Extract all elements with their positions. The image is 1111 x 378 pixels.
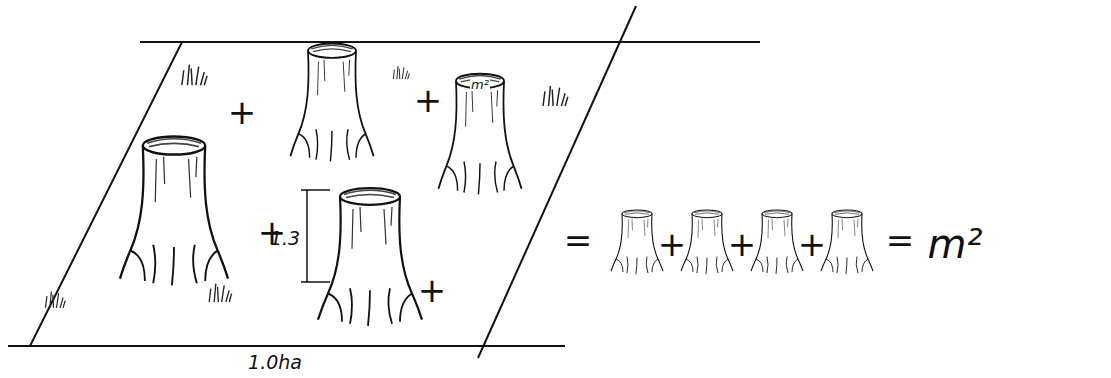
area-note: m² bbox=[470, 78, 490, 91]
plus-sign: + bbox=[798, 227, 827, 261]
plus-sign: + bbox=[414, 83, 443, 117]
plus-sign: + bbox=[728, 227, 757, 261]
plus-sign: + bbox=[658, 227, 687, 261]
equals-sign: = bbox=[564, 223, 593, 257]
equals-sign: = bbox=[886, 223, 915, 257]
plus-sign: + bbox=[418, 273, 447, 307]
area-label: 1.0ha bbox=[248, 353, 302, 372]
plus-sign: + bbox=[228, 95, 257, 129]
dimension-label: 1.3 bbox=[270, 229, 300, 248]
unit-label: m² bbox=[928, 224, 983, 264]
